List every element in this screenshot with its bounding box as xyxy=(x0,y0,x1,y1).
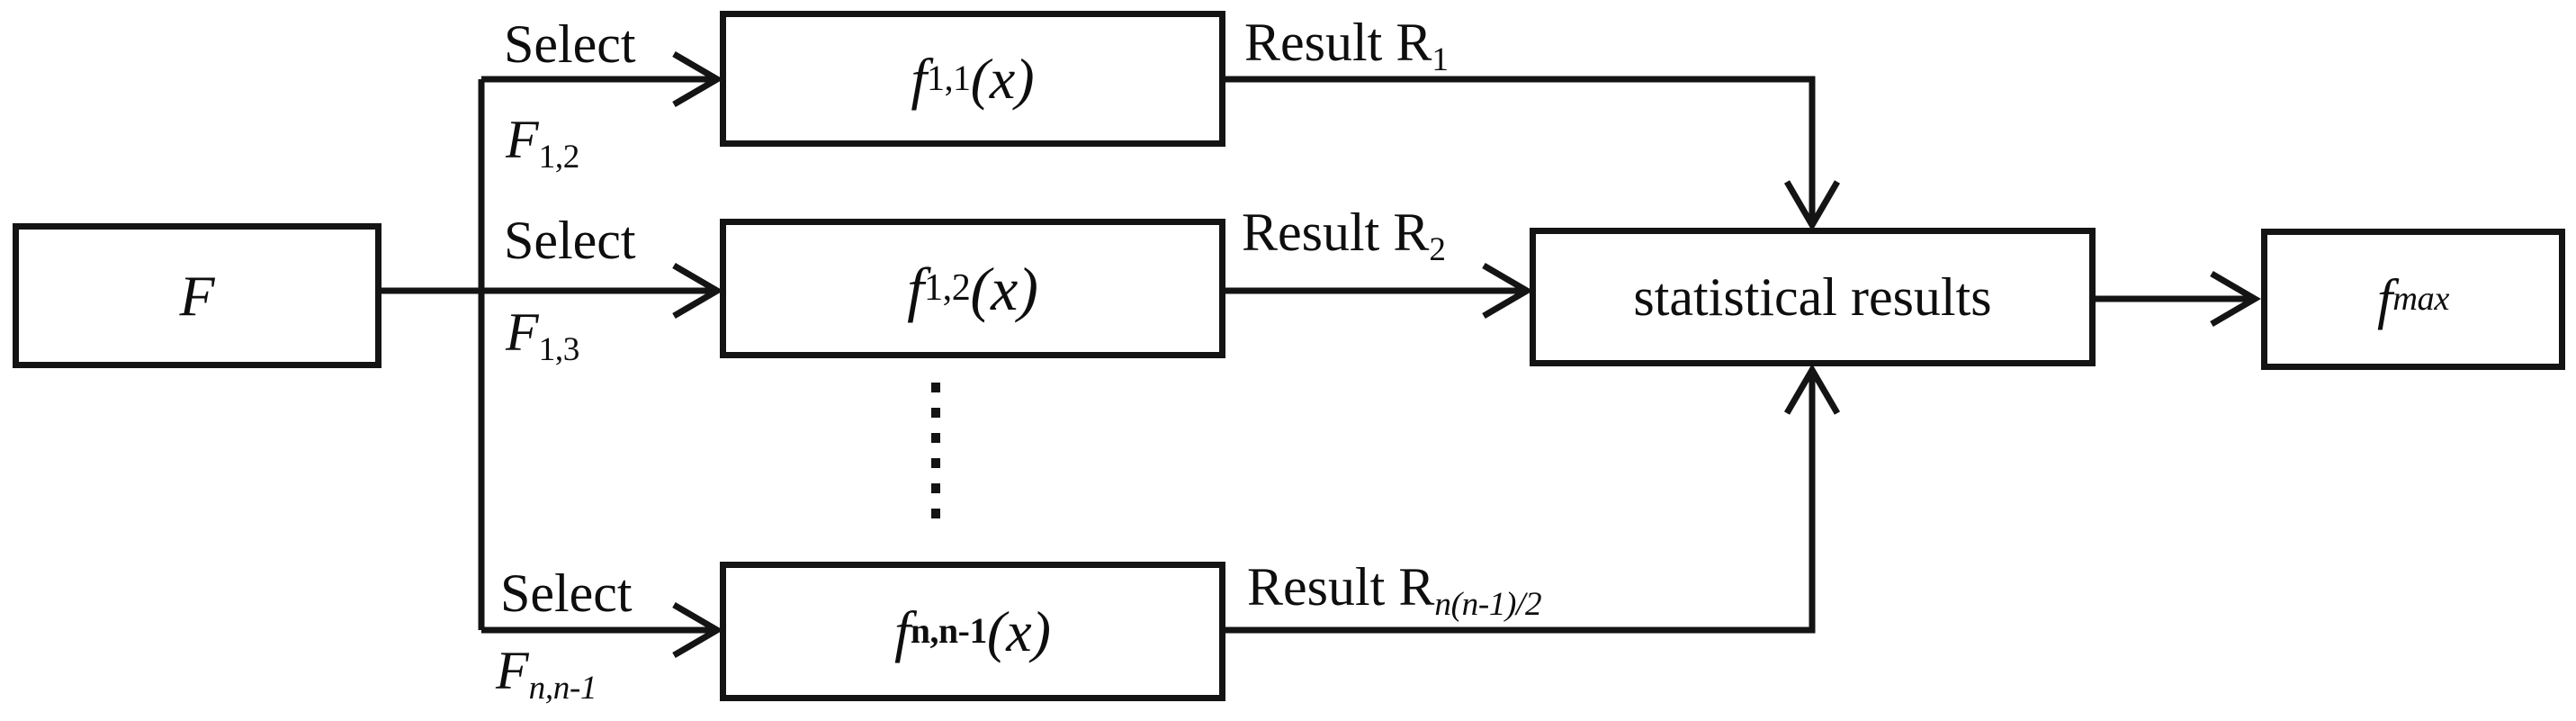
arrowhead-output-icon xyxy=(2210,270,2261,328)
branch-label-2-base: F xyxy=(506,302,539,362)
arrowhead-result-3-up-icon xyxy=(1783,364,1841,415)
arrowhead-select-2-icon xyxy=(672,262,723,320)
output-box-sub: max xyxy=(2392,280,2450,319)
statistical-results-box: statistical results xyxy=(1530,228,2096,366)
result-label-2-base: Result R xyxy=(1242,203,1430,262)
result-label-3-sub: n(n-1)/2 xyxy=(1434,586,1542,624)
arrowhead-select-3-icon xyxy=(672,601,723,659)
input-box: F xyxy=(13,223,381,368)
input-box-label: F xyxy=(179,263,215,328)
function-box-1-base: f xyxy=(911,46,928,111)
arrowhead-result-2-icon xyxy=(1482,262,1533,320)
branch-label-3-base: F xyxy=(496,641,529,700)
function-box-2-sub: 1,2 xyxy=(923,266,971,310)
function-box-1-arg: (x) xyxy=(970,46,1035,111)
result-label-2-sub: 2 xyxy=(1429,231,1446,269)
branch-label-1: F1,2 xyxy=(506,110,580,176)
branch-label-1-sub: 1,2 xyxy=(538,139,580,176)
result-label-1: Result R1 xyxy=(1244,13,1449,79)
output-box-base: f xyxy=(2376,268,2393,330)
function-box-3-base: f xyxy=(894,599,911,663)
function-box-2-base: f xyxy=(907,254,924,323)
function-box-3-arg: (x) xyxy=(986,599,1051,663)
arrowhead-select-1-icon xyxy=(672,50,723,108)
branch-label-1-base: F xyxy=(506,110,539,169)
arrowhead-result-1-down-icon xyxy=(1783,180,1841,231)
function-box-3-sub: n,n-1 xyxy=(910,610,988,651)
branch-label-3: Fn,n-1 xyxy=(496,641,597,707)
statistical-results-label: statistical results xyxy=(1633,267,1992,327)
select-label-3: Select xyxy=(500,563,633,623)
edge-result-3 xyxy=(1225,374,1816,634)
edge-result-1 xyxy=(1225,76,1816,221)
branch-label-2: F1,3 xyxy=(506,302,580,369)
function-box-1-sub: 1,1 xyxy=(927,58,971,98)
result-label-3: Result Rn(n-1)/2 xyxy=(1247,557,1542,624)
select-label-2: Select xyxy=(504,211,636,270)
result-label-1-base: Result R xyxy=(1244,13,1432,72)
result-label-1-sub: 1 xyxy=(1432,41,1449,79)
result-label-2: Result R2 xyxy=(1242,203,1446,269)
result-label-3-base: Result R xyxy=(1247,557,1435,617)
function-box-2-arg: (x) xyxy=(970,254,1038,323)
select-label-1: Select xyxy=(504,14,636,74)
branch-label-2-sub: 1,3 xyxy=(538,331,580,369)
branch-label-3-sub: n,n-1 xyxy=(528,670,597,707)
